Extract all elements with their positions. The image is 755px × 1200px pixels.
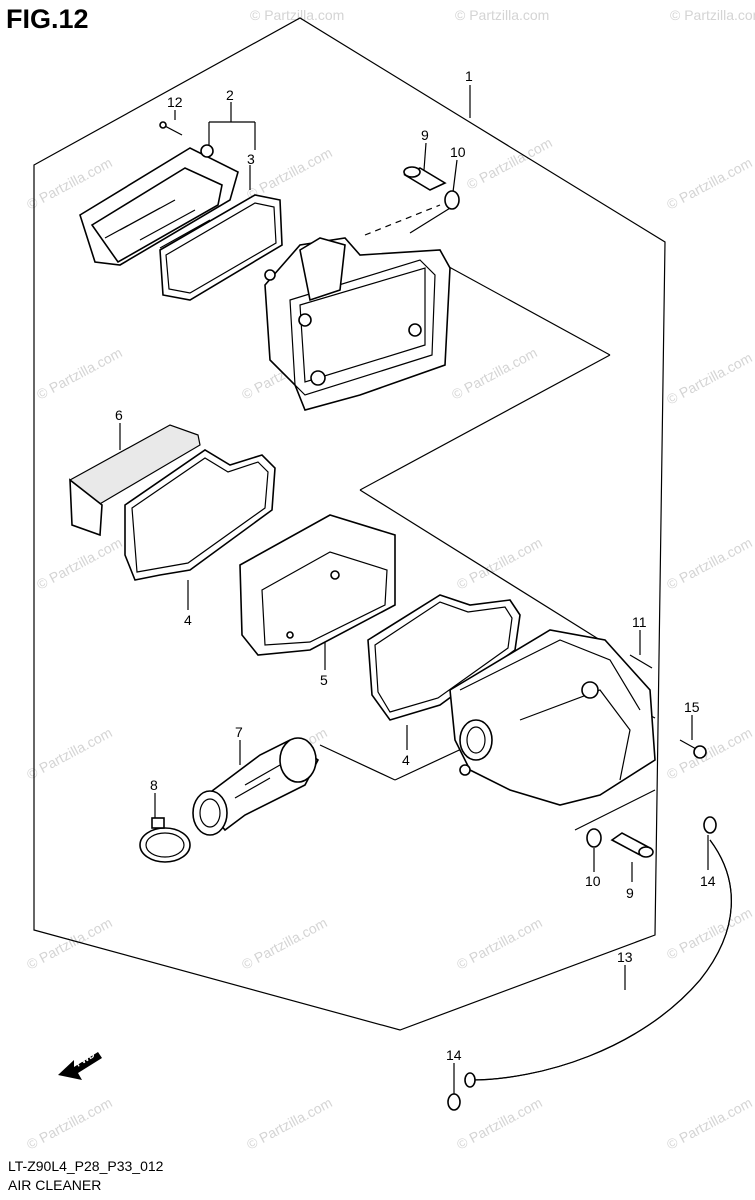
diagram-code: LT-Z90L4_P28_P33_012 [8,1158,164,1174]
watermark: © Partzilla.com [449,344,540,402]
watermark: © Partzilla.com [664,154,755,212]
part-4-gasket-upper [124,449,276,581]
figure-title: FIG.12 [6,4,89,34]
callout-6: 6 [115,407,123,423]
callout-13: 13 [617,949,633,965]
callout-14: 14 [700,873,716,889]
callout-2: 2 [226,87,234,103]
watermark: © Partzilla.com [24,724,115,782]
callout-7: 7 [235,724,243,740]
part-13-hose [464,839,732,1088]
watermark: © Partzilla.com [244,1094,335,1152]
part-14-clip-upper [703,816,717,834]
part-9-pin-top [403,166,447,191]
callout-12: 12 [167,94,183,110]
watermark: © Partzilla.com [454,914,545,972]
part-5-plate [239,514,396,656]
part-3-gasket [159,194,283,301]
watermark: © Partzilla.com [34,534,125,592]
part-10-clip-lower [586,828,602,848]
callout-10: 10 [450,144,466,160]
part-9-pin-lower [610,832,654,858]
callout-14: 14 [446,1047,462,1063]
part-6-element [69,424,201,537]
part-4-gasket-lower [367,594,521,721]
callout-9: 9 [626,885,634,901]
watermark: © Partzilla.com [670,7,755,23]
upper-housing [264,237,451,411]
diagram-name: AIR CLEANER [8,1177,102,1193]
watermark: © Partzilla.com [455,7,549,23]
assembly-outline [409,204,456,234]
watermark: © Partzilla.com [664,724,755,782]
part-2-cap [79,144,239,266]
callout-5: 5 [320,672,328,688]
assembly-outline [33,17,666,1031]
callout-4: 4 [402,752,410,768]
watermark: © Partzilla.com [239,914,330,972]
watermark: © Partzilla.com [454,1094,545,1152]
watermark: © Partzilla.com [244,144,335,202]
callout-1: 1 [465,68,473,84]
callout-8: 8 [150,777,158,793]
part-8-clamp [139,817,191,863]
part-15-bolt [679,739,707,759]
watermark: © Partzilla.com [664,904,755,962]
callout-3: 3 [247,151,255,167]
watermark: © Partzilla.com [24,1094,115,1152]
watermark: © Partzilla.com [664,534,755,592]
callout-labels: 1 2 3 12 9 10 6 4 5 4 7 8 11 15 10 9 14 … [115,68,716,1063]
watermark: © Partzilla.com [664,1094,755,1152]
watermark: © Partzilla.com [454,534,545,592]
part-11-bolt [629,654,653,669]
callout-4: 4 [184,612,192,628]
part-7-pipe [192,737,320,836]
callout-11: 11 [632,614,647,630]
air-cleaner-case [449,629,656,806]
callout-9: 9 [421,127,429,143]
callout-10: 10 [585,873,601,889]
watermark: © Partzilla.com [664,349,755,407]
callout-15: 15 [684,699,700,715]
watermark: © Partzilla.com [464,134,555,192]
watermark: © Partzilla.com [24,914,115,972]
watermark: © Partzilla.com [34,344,125,402]
part-12-screw [159,121,183,136]
forward-arrow-icon: FWD [58,1049,102,1080]
part-14-clip-lower [447,1093,461,1111]
alignment-lines [359,204,611,641]
watermark: © Partzilla.com [250,7,344,23]
part-10-clip-top [444,190,460,210]
